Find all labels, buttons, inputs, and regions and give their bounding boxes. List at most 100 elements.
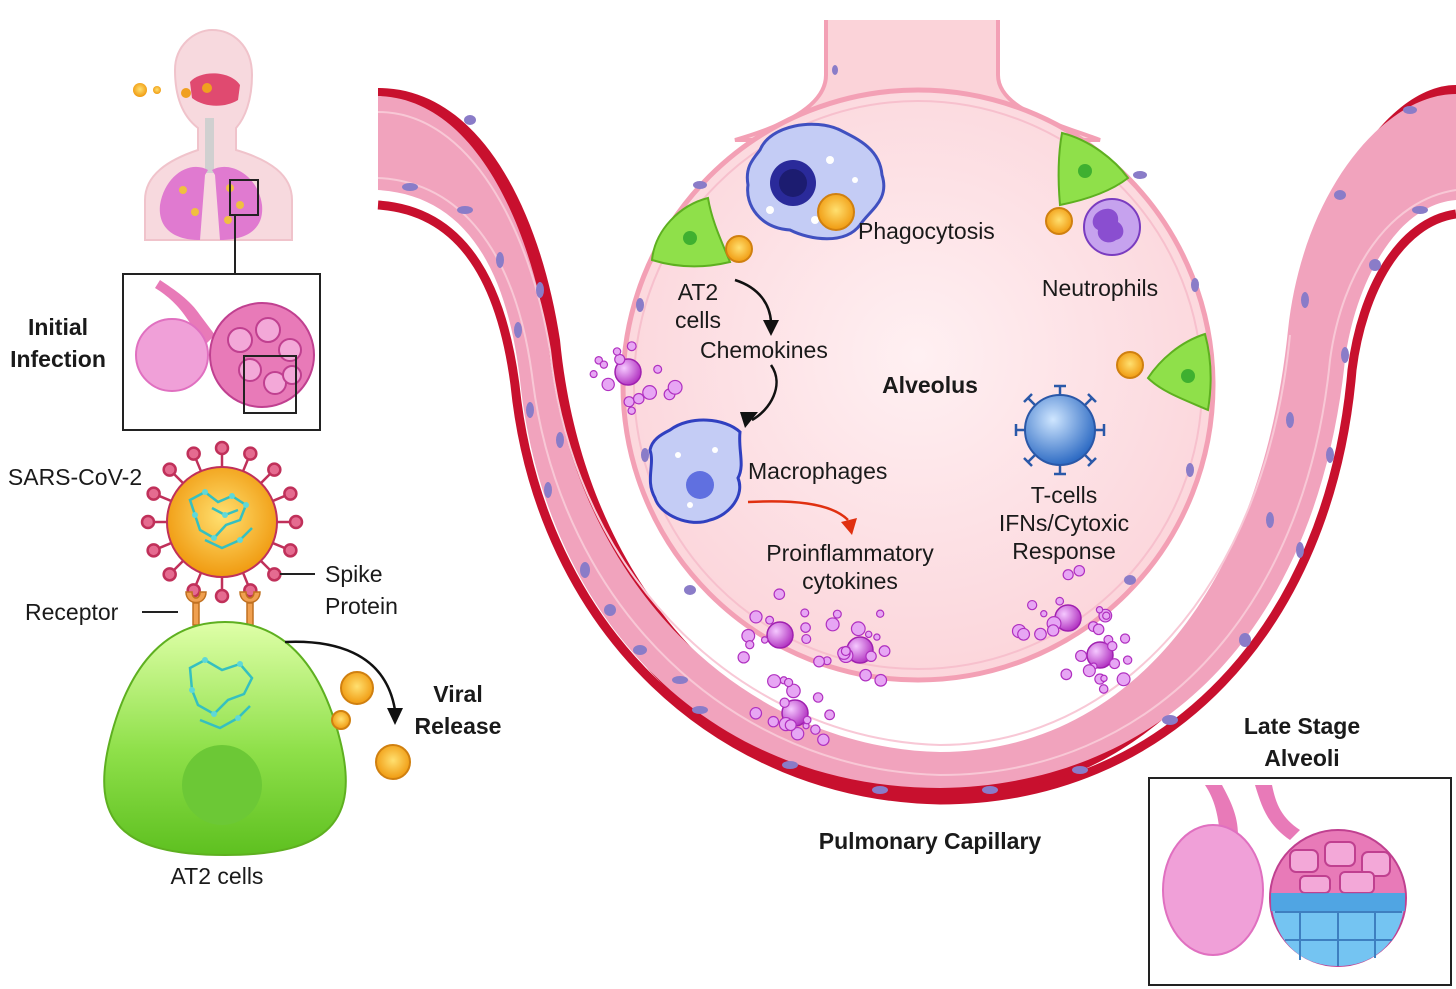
- cytokine-particle: [875, 609, 885, 618]
- cytokine-particle: [1082, 664, 1096, 678]
- svg-text:cells: cells: [675, 307, 721, 333]
- cytokine-particle: [817, 733, 830, 746]
- cytokine-particle: [767, 674, 782, 689]
- cytokine-particle: [1055, 596, 1065, 606]
- cytokine-particle: [840, 646, 851, 657]
- cytokine-particle: [1107, 640, 1118, 652]
- cytokine-particle: [599, 360, 609, 369]
- cytokine-particle: [601, 377, 615, 392]
- t-cells-label: T-cells IFNs/Cytoxic Response: [999, 482, 1129, 564]
- cytokine-particle: [589, 370, 598, 379]
- cytokine-particle: [800, 622, 811, 633]
- cytokine-particle: [749, 706, 763, 720]
- spike-protein-label: Spike Protein: [280, 561, 398, 619]
- cytokine-particle: [1100, 674, 1108, 683]
- alveolar-virions: [725, 207, 1144, 379]
- spike-protein-head: [288, 514, 304, 530]
- sars-cov-2-virion: [140, 440, 304, 604]
- cytokine-particle: [745, 640, 755, 650]
- cytokine-particle: [667, 379, 683, 395]
- cytokine-particle: [749, 610, 763, 624]
- cytokine-particle: [1075, 649, 1088, 663]
- cytokine-particle: [1122, 655, 1133, 665]
- cytokine-particle: [812, 692, 824, 703]
- spike-protein-head: [267, 462, 282, 477]
- cytokine-particle: [612, 347, 622, 356]
- svg-text:Late Stage: Late Stage: [1244, 713, 1360, 739]
- cytokine-cell: [614, 358, 642, 386]
- cytokine-cell: [766, 621, 794, 649]
- svg-text:Alveolus: Alveolus: [882, 372, 978, 398]
- cytokine-particle: [1092, 623, 1105, 636]
- cytokine-particle: [786, 683, 801, 699]
- cytokine-particle: [810, 724, 821, 735]
- cytokine-particle: [801, 633, 812, 645]
- alveolus: [620, 87, 1216, 683]
- cytokine-particle: [825, 617, 840, 632]
- spike-protein-head: [283, 486, 298, 501]
- svg-text:Pulmonary Capillary: Pulmonary Capillary: [819, 828, 1042, 854]
- svg-text:Phagocytosis: Phagocytosis: [858, 218, 995, 244]
- macrophages-label: Macrophages: [748, 458, 887, 484]
- spike-protein-head: [243, 446, 258, 461]
- ace2-receptors: [185, 591, 261, 626]
- svg-text:Response: Response: [1012, 538, 1116, 564]
- t-cell: [1014, 384, 1106, 476]
- human-respiratory-figure: [144, 28, 293, 273]
- cytokine-particle: [1116, 672, 1131, 687]
- cytokine-particle: [865, 650, 877, 663]
- cytokine-particle: [779, 697, 790, 708]
- cytokine-particle: [1098, 684, 1109, 694]
- spike-protein-head: [146, 486, 161, 501]
- at2-cell-wall-right-top: [1057, 131, 1130, 207]
- cytokine-particle: [1095, 606, 1104, 614]
- svg-text:Alveoli: Alveoli: [1264, 745, 1339, 771]
- svg-text:T-cells: T-cells: [1031, 482, 1097, 508]
- cytokine-particle: [653, 364, 663, 374]
- cytokine-particle: [824, 709, 836, 721]
- svg-text:cytokines: cytokines: [802, 568, 898, 594]
- cytokine-particle: [623, 396, 635, 408]
- cytokine-particle: [874, 673, 888, 687]
- spike-protein-head: [214, 588, 230, 604]
- svg-text:Protein: Protein: [325, 593, 398, 619]
- cytokine-particle: [767, 715, 780, 728]
- cytokine-particle: [813, 655, 826, 668]
- cytokine-particle: [790, 726, 805, 741]
- svg-text:Macrophages: Macrophages: [748, 458, 887, 484]
- cytokine-particle: [1046, 624, 1060, 637]
- cytokine-particle: [765, 615, 775, 625]
- cytokine-particle: [1102, 611, 1111, 620]
- svg-text:Proinflammatory: Proinflammatory: [766, 540, 934, 566]
- cytokine-particle: [832, 609, 842, 619]
- alveolus-label: Alveolus: [882, 372, 978, 398]
- cytokine-particle: [1017, 627, 1031, 641]
- cytokine-particle: [878, 645, 891, 658]
- pulmonary-capillary-label: Pulmonary Capillary: [819, 828, 1042, 854]
- inhaled-virus-icon: [133, 83, 161, 97]
- viral-release-arrow: [284, 640, 403, 725]
- cytokine-particle: [802, 715, 812, 725]
- cytokine-particle: [1060, 668, 1073, 681]
- svg-text:Initial: Initial: [28, 314, 88, 340]
- spike-protein-head: [214, 440, 230, 456]
- cytokine-particle: [1062, 569, 1074, 581]
- at2-cell-wall-right: [1146, 332, 1212, 412]
- cytokine-particle: [850, 621, 866, 637]
- cytokine-particle: [859, 668, 872, 682]
- spike-protein-head: [186, 446, 201, 461]
- spike-protein-head: [283, 543, 298, 558]
- svg-text:IFNs/Cytoxic: IFNs/Cytoxic: [999, 510, 1129, 536]
- svg-text:SARS-CoV-2: SARS-CoV-2: [8, 464, 142, 490]
- late-stage-alveoli-inset: [1148, 777, 1452, 986]
- svg-text:AT2: AT2: [678, 279, 718, 305]
- chemokines-label: Chemokines: [700, 337, 828, 363]
- at2-cell-wall-left: [650, 196, 732, 268]
- cytokine-particle: [800, 608, 810, 618]
- cytokine-particle: [873, 633, 881, 641]
- cytokine-particle: [737, 651, 750, 664]
- cytokine-particle: [626, 341, 637, 352]
- proinflammatory-cytokines-label: Proinflammatory cytokines: [766, 540, 934, 594]
- spike-protein-head: [162, 462, 177, 477]
- spike-protein-head: [140, 514, 156, 530]
